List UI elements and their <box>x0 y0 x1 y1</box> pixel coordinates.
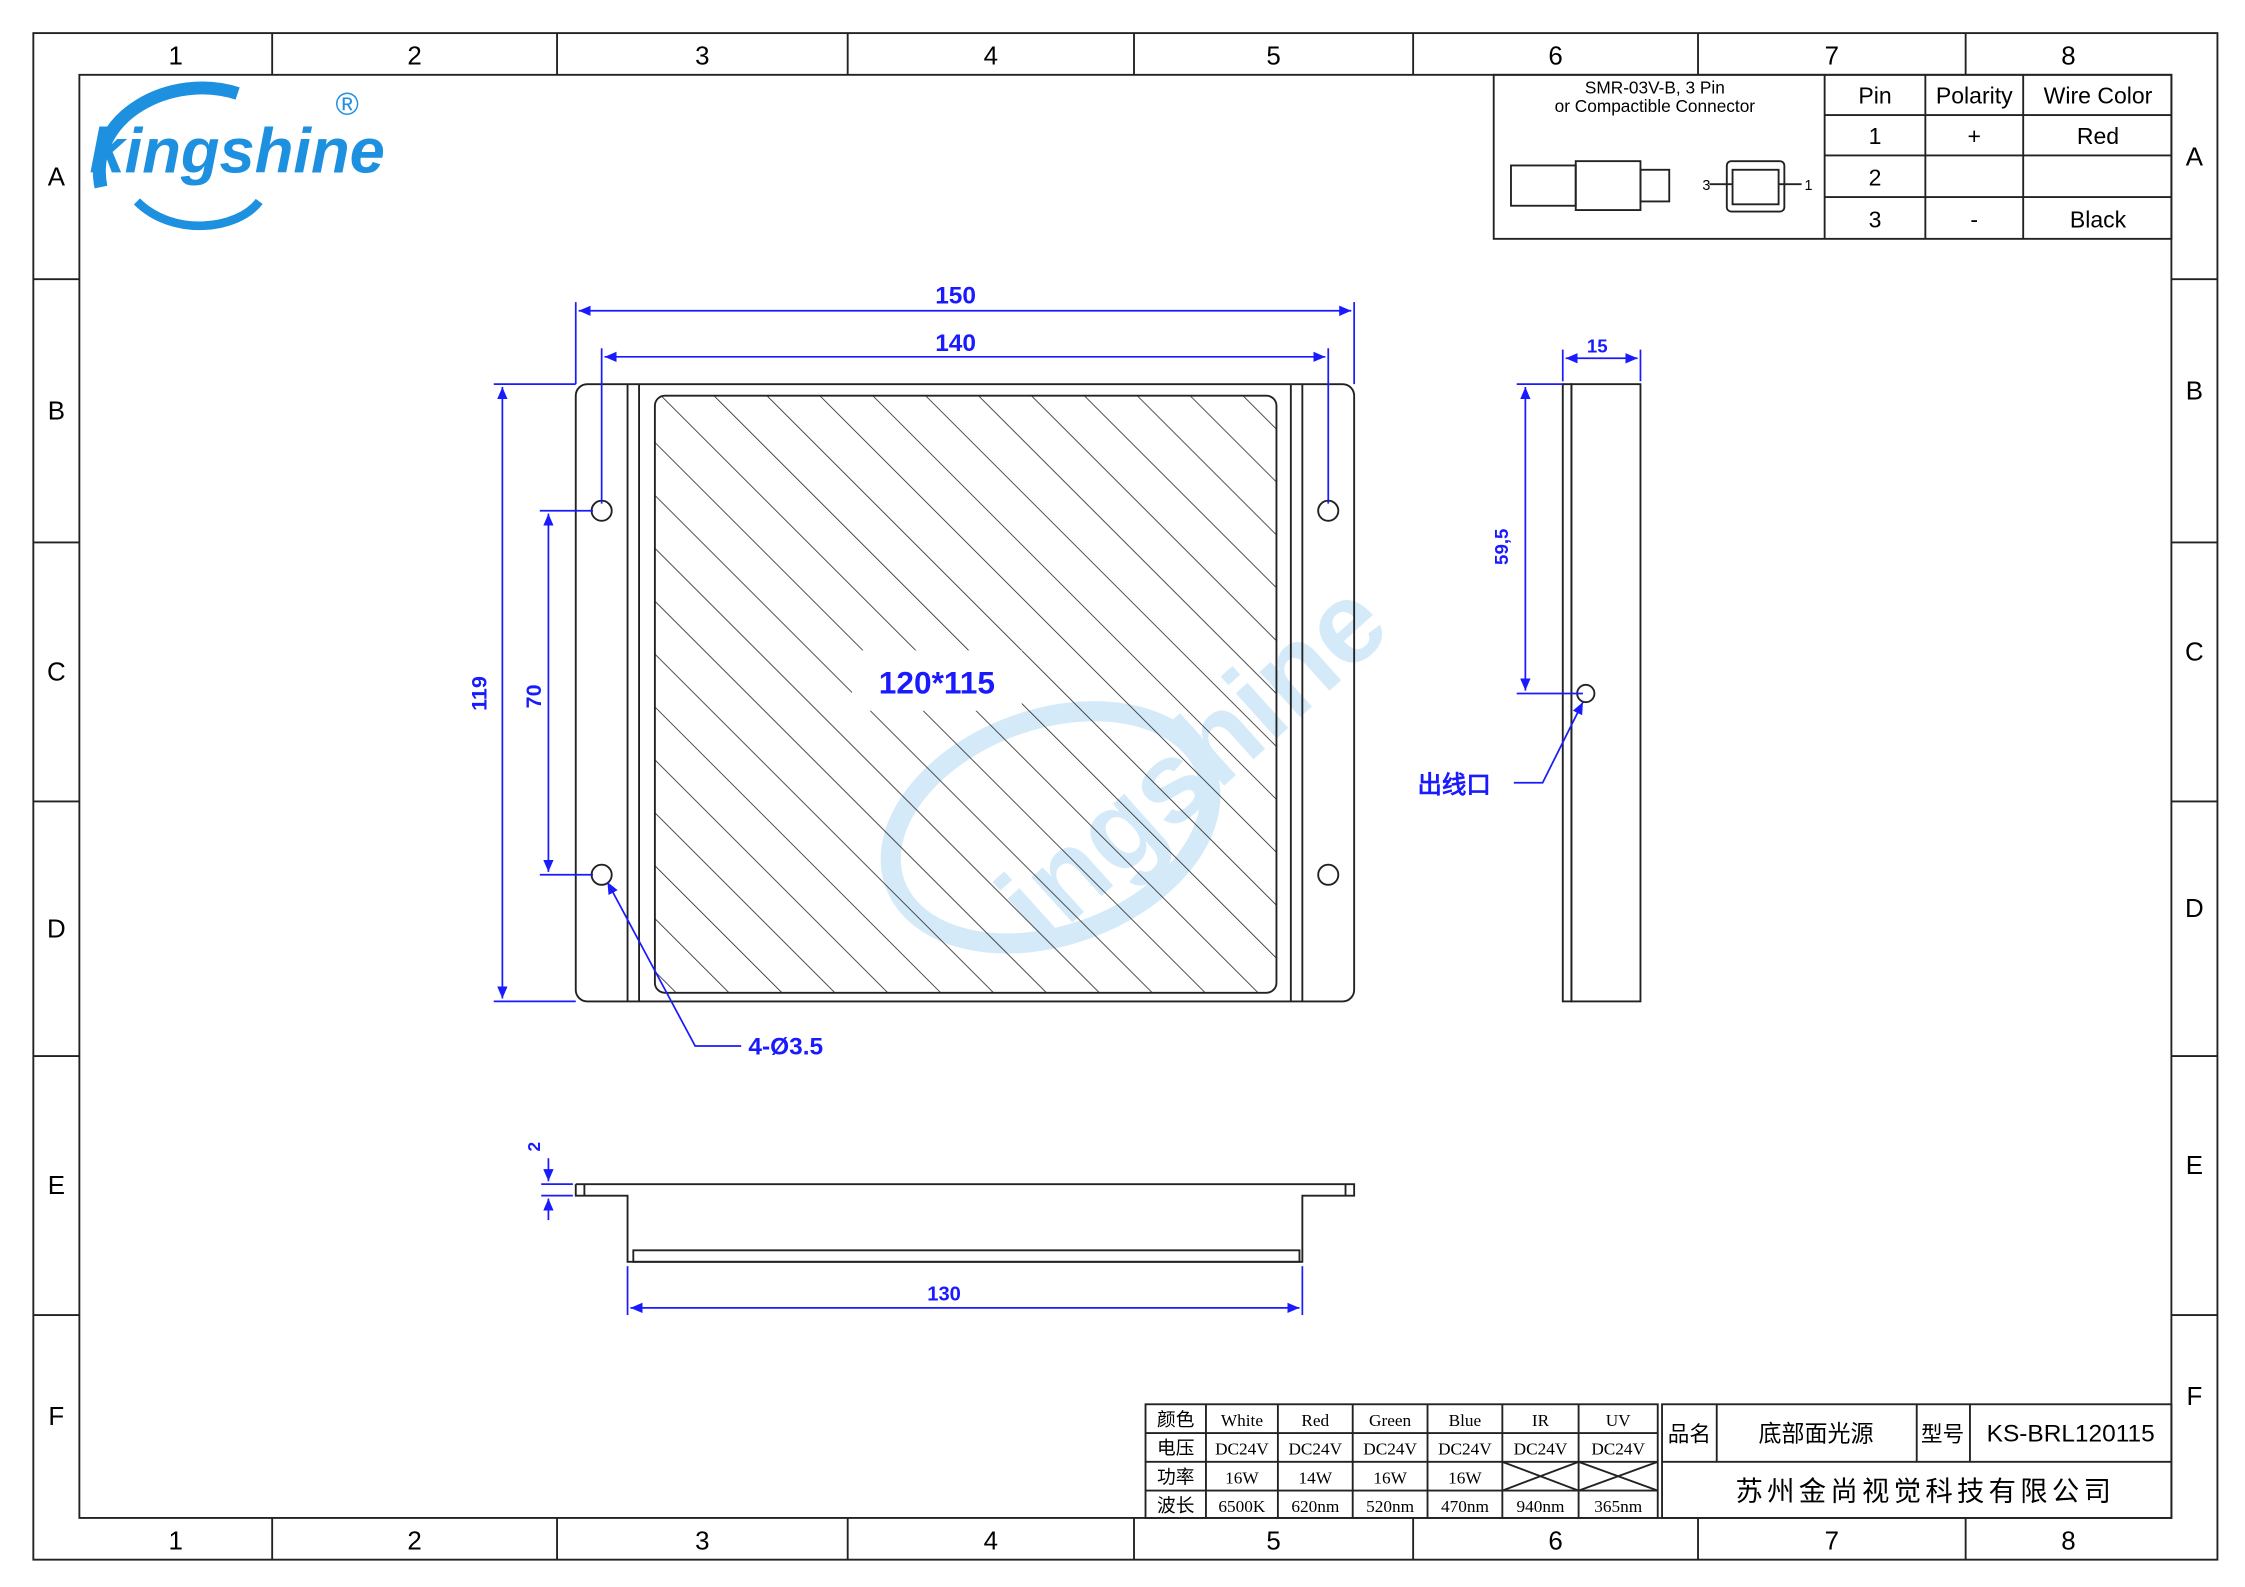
row-marker: A <box>48 164 66 192</box>
connector-cell: 1 <box>1869 123 1882 149</box>
connector-header: Pin <box>1858 83 1891 109</box>
column-marker: 7 <box>1825 43 1839 71</box>
spec-table: 颜色 White Red Green Blue IR UV 电压 DC24V DC24V DC24V… <box>1144 1403 1659 1519</box>
connector-cell: + <box>1968 123 1981 149</box>
column-marker: 4 <box>984 1528 998 1556</box>
spec-cell: 520nm <box>1366 1497 1414 1516</box>
drawing-frame: 1 1 2 2 3 3 4 4 5 5 6 6 7 7 8 8 A A B B C C D D E E F F <box>32 32 2219 1561</box>
spec-cell: 16W <box>1225 1468 1259 1487</box>
spec-cell: White <box>1221 1411 1263 1430</box>
model-number: KS-BRL120115 <box>1987 1421 2155 1448</box>
spec-cell: DC24V <box>1438 1440 1492 1459</box>
pin-label-1: 1 <box>1804 178 1812 194</box>
spec-cell: 470nm <box>1441 1497 1490 1516</box>
connector-cell: Black <box>2070 206 2127 232</box>
row-marker: C <box>2185 638 2204 666</box>
spec-cell: 功率 <box>1157 1467 1194 1488</box>
row-marker: D <box>2185 895 2204 923</box>
front-view: 120*115 150 140 119 70 4-Ø3.5 <box>467 283 1356 1061</box>
column-marker: 6 <box>1548 43 1562 71</box>
connector-table: SMR-03V-B, 3 Pin or Compactible Connecto… <box>1492 73 2173 240</box>
logo-registered: ® <box>335 86 358 122</box>
spec-cell: 颜色 <box>1157 1410 1194 1431</box>
side-view: 15 59,5 出线口 <box>1417 336 1642 1003</box>
na-cross <box>1502 1460 1659 1492</box>
name-label: 品名 <box>1668 1423 1711 1448</box>
column-marker: 8 <box>2061 1528 2075 1556</box>
dim-119: 119 <box>467 676 492 711</box>
spec-cell: DC24V <box>1514 1440 1568 1459</box>
spec-cell: 电压 <box>1157 1439 1194 1460</box>
spec-cell: 14W <box>1299 1468 1333 1487</box>
dim-130: 130 <box>927 1284 961 1306</box>
column-marker: 6 <box>1548 1528 1562 1556</box>
spec-cell: 16W <box>1448 1468 1482 1487</box>
connector-title-2: or Compactible Connector <box>1555 96 1756 116</box>
column-marker: 2 <box>407 1528 421 1556</box>
row-marker: A <box>2186 143 2204 171</box>
connector-front-icon <box>1709 160 1802 213</box>
column-marker: 1 <box>169 1528 183 1556</box>
connector-header: Wire Color <box>2044 83 2153 109</box>
dim-150: 150 <box>935 283 976 310</box>
emitting-area-label: 120*115 <box>879 665 995 701</box>
spec-cell: 16W <box>1373 1468 1407 1487</box>
row-marker: B <box>2186 377 2203 405</box>
column-marker: 3 <box>695 1528 709 1556</box>
dim-15: 15 <box>1587 336 1608 357</box>
pin-label-3: 3 <box>1702 178 1710 194</box>
spec-cell: Red <box>1301 1411 1329 1430</box>
spec-cell: 940nm <box>1517 1497 1566 1516</box>
row-marker: F <box>2187 1383 2203 1411</box>
spec-cell: Green <box>1369 1411 1412 1430</box>
spec-cell: DC24V <box>1288 1440 1342 1459</box>
bottom-view: 2 130 <box>524 1142 1356 1316</box>
row-marker: C <box>47 659 66 687</box>
company-name: 苏州金尚视觉科技有限公司 <box>1735 1477 2115 1508</box>
dim-140: 140 <box>935 330 976 357</box>
column-marker: 4 <box>984 43 998 71</box>
column-marker: 1 <box>169 43 183 71</box>
row-marker: E <box>48 1172 65 1200</box>
column-marker: 5 <box>1266 1528 1280 1556</box>
connector-header: Polarity <box>1936 83 2013 109</box>
spec-cell: 620nm <box>1291 1497 1340 1516</box>
outlet-label: 出线口 <box>1417 770 1490 799</box>
logo-text: kingshine <box>89 117 384 187</box>
spec-cell: 波长 <box>1157 1496 1195 1517</box>
spec-cell: 365nm <box>1594 1497 1643 1516</box>
spec-cell: IR <box>1532 1411 1550 1430</box>
dim-2: 2 <box>524 1142 544 1152</box>
title-block: 品名 底部面光源 型号 KS-BRL120115 苏州金尚视觉科技有限公司 <box>1661 1403 2173 1519</box>
spec-cell: DC24V <box>1591 1440 1645 1459</box>
column-marker: 7 <box>1825 1528 1839 1556</box>
row-marker: F <box>48 1403 64 1431</box>
column-marker: 3 <box>695 43 709 71</box>
column-marker: 2 <box>407 43 421 71</box>
connector-cell: 3 <box>1869 206 1882 232</box>
spec-cell: DC24V <box>1363 1440 1417 1459</box>
dim-70: 70 <box>521 684 546 708</box>
spec-cell: Blue <box>1449 1411 1482 1430</box>
product-name: 底部面光源 <box>1758 1422 1873 1448</box>
connector-cell: 2 <box>1869 165 1882 191</box>
row-marker: E <box>2186 1152 2203 1180</box>
column-marker: 5 <box>1266 43 1280 71</box>
model-label: 型号 <box>1921 1423 1964 1448</box>
spec-cell: DC24V <box>1215 1440 1269 1459</box>
spec-cell: 6500K <box>1218 1497 1266 1516</box>
dim-59-5: 59,5 <box>1491 529 1512 565</box>
row-marker: D <box>47 915 66 943</box>
connector-side-icon <box>1510 160 1671 212</box>
connector-title-1: SMR-03V-B, 3 Pin <box>1585 78 1725 98</box>
hole-callout: 4-Ø3.5 <box>748 1034 823 1061</box>
connector-cell: - <box>1970 206 1978 232</box>
connector-cell: Red <box>2077 123 2119 149</box>
column-marker: 8 <box>2061 43 2075 71</box>
kingshine-logo: kingshine ® <box>89 81 385 231</box>
row-marker: B <box>48 397 65 425</box>
spec-cell: UV <box>1606 1411 1631 1430</box>
